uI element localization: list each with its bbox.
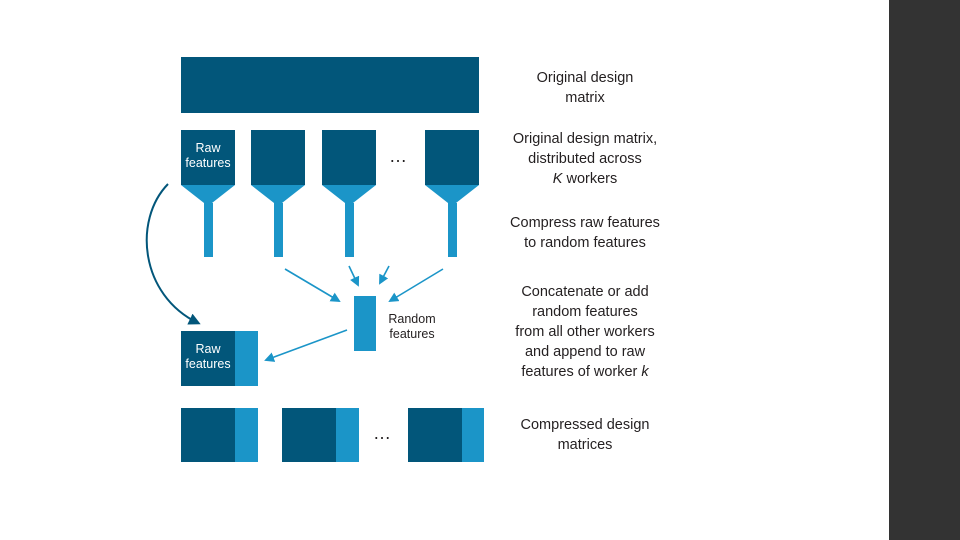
arrow-random-to-result	[264, 329, 348, 362]
arrow-from-worker-3a	[348, 265, 360, 287]
arrow-from-worker-k	[388, 268, 444, 303]
step-distributed-line-1: Original design matrix,	[512, 131, 658, 147]
step-concatenate-line-2: random features	[532, 304, 638, 320]
step-concatenate-line-4: and append to raw	[524, 344, 646, 360]
step-compressed-label: Compressed design matrices	[490, 415, 680, 455]
random-features-label-line-1: Random	[388, 312, 435, 326]
worker-block-3	[322, 130, 376, 185]
original-design-matrix	[181, 57, 479, 113]
compressed-matrix-1	[181, 408, 258, 462]
compressed-matrix-k	[408, 408, 484, 462]
workers-ellipsis: …	[389, 146, 407, 166]
arrow-raw-to-result	[145, 183, 201, 325]
step-concatenate-k: k	[641, 364, 649, 380]
step-distributed-label: Original design matrix, distributed acro…	[490, 129, 680, 189]
step-original-label: Original design matrix	[490, 68, 680, 108]
worker-block-2	[251, 130, 305, 185]
step-distributed-line-2: distributed across	[528, 151, 642, 167]
arrow-from-worker-2	[284, 268, 341, 303]
step-compress-line-2: to random features	[524, 235, 646, 251]
step-original-line-1: Original design	[536, 70, 634, 86]
arrow-from-worker-3b	[379, 265, 390, 285]
matrices-ellipsis: …	[373, 423, 391, 443]
step-compress-line-1: Compress raw features	[510, 215, 660, 231]
appended-matrix: Raw features	[181, 331, 258, 386]
funnel-2	[251, 185, 305, 257]
step-concatenate-line-3: from all other workers	[515, 324, 655, 340]
worker-block-1: Raw features	[181, 130, 235, 185]
step-concatenate-line-1: Concatenate or add	[521, 284, 649, 300]
step-distributed-line-3: workers	[566, 171, 618, 187]
step-concatenate-label: Concatenate or add random features from …	[490, 282, 680, 382]
funnel-k	[425, 185, 479, 257]
random-features-label-line-2: features	[389, 327, 434, 341]
worker-block-k	[425, 130, 479, 185]
step-distributed-k: K	[552, 171, 563, 187]
random-features-bar	[354, 296, 376, 351]
funnel-1	[181, 185, 235, 257]
step-compressed-line-1: Compressed design	[520, 417, 650, 433]
worker-1-label-line-2: features	[185, 156, 230, 170]
appended-label-line-1: Raw	[195, 342, 221, 356]
step-concatenate-line-5: features of worker	[521, 364, 638, 380]
step-compressed-line-2: matrices	[557, 437, 613, 453]
worker-1-label-line-1: Raw	[195, 141, 221, 155]
step-original-line-2: matrix	[565, 90, 605, 106]
diagram: Raw features … Random features Raw featu…	[145, 57, 484, 462]
step-compress-label: Compress raw features to random features	[490, 213, 680, 253]
appended-label-line-2: features	[185, 357, 230, 371]
funnel-3	[322, 185, 376, 257]
compressed-matrix-2	[282, 408, 359, 462]
slide-side-panel	[889, 0, 960, 540]
